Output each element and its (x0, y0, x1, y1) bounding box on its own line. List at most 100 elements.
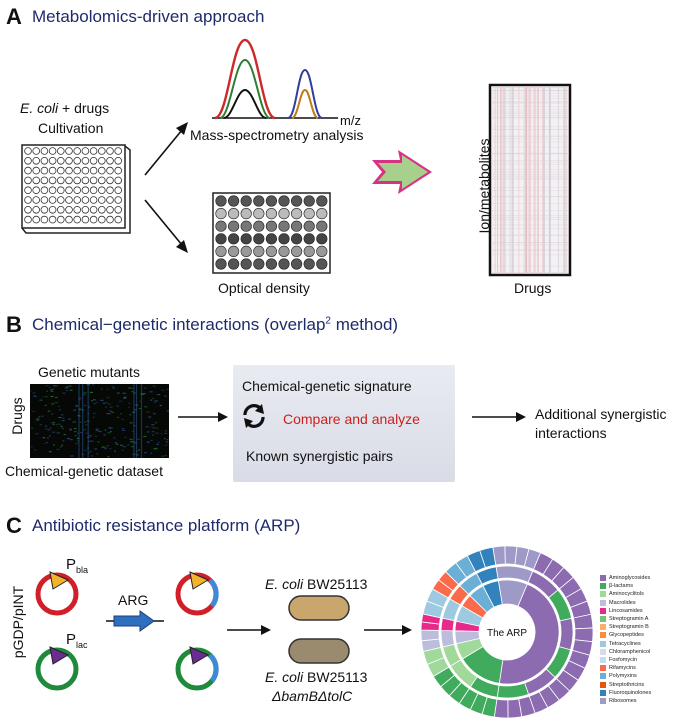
cg-pixel (111, 411, 114, 413)
heatmap-row (491, 152, 569, 154)
cg-pixel (108, 413, 112, 415)
cg-pixel (156, 443, 159, 445)
plate-well (73, 157, 81, 165)
heatmap-row (491, 175, 569, 177)
cg-pixel (47, 429, 51, 431)
cg-pixel (61, 419, 65, 422)
optical-density-plate (212, 192, 331, 274)
heatmap-row (491, 146, 569, 148)
heatmap-stripe (512, 86, 513, 274)
plate-well (106, 215, 114, 224)
cg-pixel (55, 385, 59, 387)
heatmap-row (491, 265, 569, 267)
plate-well (65, 166, 73, 175)
cg-pixel (143, 393, 146, 395)
cg-pixel (35, 433, 39, 435)
plate-well (40, 176, 49, 185)
legend-swatch (600, 673, 606, 680)
panel-b-title-sup: 2 (325, 315, 331, 327)
cg-pixel (130, 387, 134, 390)
od-well (215, 233, 227, 245)
od-well (228, 258, 240, 270)
plate-well (56, 215, 65, 224)
od-well (240, 220, 252, 232)
heatmap-stripe (542, 86, 544, 274)
cg-pixel (39, 424, 42, 426)
cg-pixel (131, 391, 134, 393)
cg-pixel (88, 440, 91, 442)
panel-b-title: Chemical−genetic interactions (overlap2 … (32, 315, 398, 335)
panel-a-letter: A (6, 4, 22, 29)
heatmap-row (491, 98, 569, 99)
od-well (240, 258, 252, 270)
od-well (215, 220, 227, 232)
cg-pixel (91, 455, 93, 457)
cg-pixel (61, 414, 64, 416)
chemical-genetic-heatmap (30, 384, 170, 458)
cg-pixel (95, 453, 99, 455)
heatmap-row (491, 190, 569, 191)
heatmap-stripe (550, 86, 551, 274)
plac-label: Plac (66, 631, 88, 650)
cell-bw25113-mutant (288, 638, 350, 664)
cg-pixel (69, 428, 72, 430)
plate-well (106, 196, 114, 204)
cg-pixel (135, 454, 139, 456)
cg-pixel (164, 444, 168, 446)
cg-pixel (122, 427, 124, 430)
cg-pixel (55, 396, 58, 399)
cg-pixel (91, 400, 94, 402)
cg-pixel (68, 385, 72, 387)
od-well (228, 233, 240, 245)
cg-pixel (115, 443, 119, 445)
heatmap-stripe (501, 86, 503, 274)
plate-well (89, 147, 98, 155)
cultivation-label: Cultivation (38, 120, 104, 136)
od-well (265, 220, 278, 232)
cg-pixel (164, 454, 167, 457)
plate-well (24, 206, 32, 214)
metabolomics-heatmap (488, 83, 572, 277)
plate-well (98, 176, 106, 185)
drugs-text: + drugs (58, 100, 110, 116)
legend-item: Tetracyclines (600, 640, 680, 648)
cg-pixel (146, 426, 149, 428)
transition-arrow-icon (372, 150, 432, 194)
legend-label: Lincosamides (609, 607, 643, 614)
od-well (316, 208, 328, 220)
legend-label: Aminoglycosides (609, 575, 651, 582)
plate-well (40, 215, 49, 224)
cg-column (135, 384, 138, 458)
od-well (278, 233, 290, 245)
cg-pixel (117, 416, 119, 418)
heatmap-stripe (544, 86, 545, 274)
legend-label: Tetracyclines (609, 640, 641, 647)
legend-item: Aminocyclitols (600, 590, 680, 598)
legend-item: Fosfomycin (600, 656, 680, 664)
cg-pixel (165, 441, 168, 443)
cg-pixel (63, 433, 66, 436)
plate-well (48, 186, 57, 195)
plate-well (65, 215, 73, 224)
legend-swatch (600, 607, 606, 614)
plate-well (24, 176, 32, 185)
od-well (278, 208, 290, 220)
panel-c-letter: C (6, 513, 22, 538)
cg-pixel (45, 441, 48, 444)
cg-pixel (97, 430, 100, 432)
plate-well (48, 196, 57, 204)
cg-pixel (108, 427, 112, 429)
cg-pixel (154, 400, 159, 402)
sunburst-segment (440, 630, 455, 648)
heatmap-stripe (538, 86, 539, 274)
legend-item: Streptogramin B (600, 623, 680, 631)
cg-pixel (36, 419, 40, 421)
cg-pixel (42, 437, 46, 439)
legend-swatch (600, 632, 606, 639)
plate-well (40, 206, 49, 214)
cg-pixel (109, 410, 112, 412)
cg-pixel (161, 389, 165, 391)
heatmap-row (491, 101, 569, 102)
od-well (291, 195, 303, 207)
legend-label: Streptothricins (609, 681, 645, 688)
